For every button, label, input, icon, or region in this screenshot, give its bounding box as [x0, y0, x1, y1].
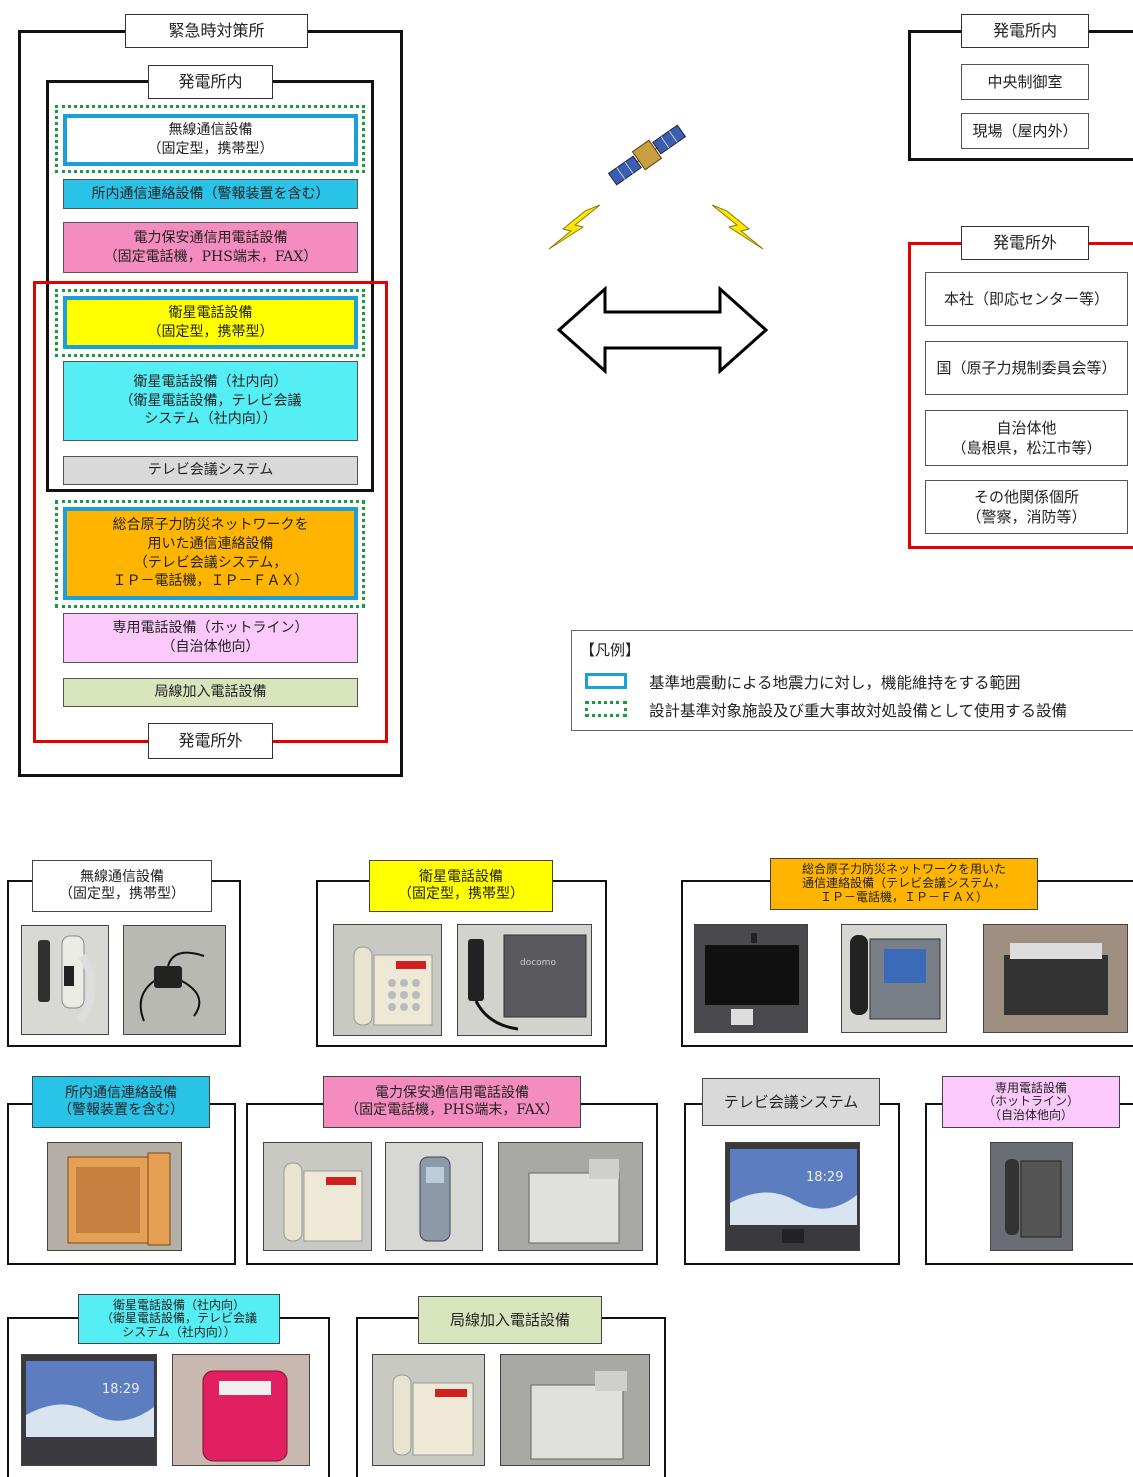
lightning-icon	[711, 204, 764, 250]
photo-label-hotline: 専用電話設備 （ホットライン） （自治体他向）	[942, 1076, 1120, 1128]
lightning-icon	[548, 204, 601, 250]
other-agencies: その他関係個所 （警察，消防等）	[925, 480, 1128, 534]
field-location: 現場（屋内外）	[961, 113, 1089, 149]
box-power-phone: 電力保安通信用電話設備 （固定電話機，PHS端末，FAX）	[63, 222, 358, 273]
legend: 【凡例】 基準地震動による地震力に対し，機能維持をする範囲 設計基準対象施設及び…	[571, 630, 1133, 731]
onsite-title-left: 発電所内	[148, 65, 273, 99]
fixed-phone-photo	[263, 1142, 372, 1251]
phs-handset-photo	[385, 1142, 483, 1251]
photo-label-intra-comm: 所内通信連絡設備 （警報装置を含む）	[32, 1076, 210, 1128]
photo-label-wireless: 無線通信設備 （固定型，携帯型）	[32, 860, 212, 912]
tv-conference-photo	[694, 924, 808, 1033]
red-phone-photo	[172, 1354, 310, 1466]
ip-phone-photo	[841, 924, 947, 1033]
box-wireless: 無線通信設備 （固定型，携帯型）	[63, 114, 358, 166]
legend-item-seismic: 基準地震動による地震力に対し，機能維持をする範囲	[649, 674, 1021, 692]
legend-item-design: 設計基準対象施設及び重大事故対処設備として使用する設備	[649, 702, 1068, 720]
box-satellite: 衛星電話設備 （固定型，携帯型）	[63, 296, 358, 349]
box-satellite-internal: 衛星電話設備（社内向） （衛星電話設備，テレビ会議 システム（社内向））	[63, 361, 358, 441]
satellite-icon	[607, 124, 687, 186]
box-tv-conference: テレビ会議システム	[63, 456, 358, 485]
emergency-center-title: 緊急時対策所	[125, 14, 308, 48]
photo-label-satellite-internal: 衛星電話設備（社内向） （衛星電話設備，テレビ会議 システム（社内向））	[78, 1294, 280, 1344]
design-basis-marker	[55, 289, 365, 357]
satellite-fixed-phone-photo	[333, 924, 442, 1036]
clock-text: 18:29	[806, 1170, 843, 1185]
photo-label-power-phone: 電力保安通信用電話設備 （固定電話機，PHS端末，FAX）	[323, 1076, 581, 1128]
photo-label-nuclear-network: 総合原子力防災ネットワークを用いた 通信連絡設備（テレビ会議システム， ＩＰ－電…	[770, 858, 1038, 910]
box-hotline: 専用電話設備（ホットライン） （自治体他向）	[63, 613, 358, 663]
onsite-title-right: 発電所内	[961, 14, 1089, 48]
photo-label-tv-conference: テレビ会議システム	[702, 1078, 880, 1126]
central-control-room: 中央制御室	[961, 64, 1089, 100]
wireless-device-photo	[21, 925, 109, 1035]
box-public-line: 局線加入電話設備	[63, 678, 358, 707]
design-basis-icon	[585, 701, 627, 717]
fax-machine-photo	[498, 1142, 643, 1251]
tv-screen-internal-photo: 18:29	[21, 1354, 157, 1466]
headquarters: 本社（即応センター等）	[925, 272, 1128, 326]
clock-text: 18:29	[102, 1382, 139, 1397]
ip-fax-photo	[983, 924, 1128, 1033]
public-line-phone-photo	[372, 1354, 485, 1466]
offsite-title-left: 発電所外	[148, 723, 273, 759]
offsite-title-right: 発電所外	[961, 226, 1089, 260]
seismic-range-icon	[585, 673, 627, 689]
box-nuclear-network: 総合原子力防災ネットワークを 用いた通信連絡設備 （テレビ会議システム， ＩＰ－…	[63, 507, 358, 600]
design-basis-marker	[55, 500, 365, 608]
satellite-portable-phone-photo: docomo	[457, 924, 592, 1036]
government: 国（原子力規制委員会等）	[925, 341, 1128, 395]
tv-screen-photo: 18:29	[725, 1142, 860, 1251]
local-government: 自治体他 （島根県，松江市等）	[925, 410, 1128, 466]
hotline-phone-photo	[990, 1142, 1073, 1251]
public-line-fax-photo	[500, 1354, 650, 1466]
box-intra-comm: 所内通信連絡設備（警報装置を含む）	[63, 179, 358, 209]
photo-label-public-line: 局線加入電話設備	[418, 1296, 602, 1344]
alarm-box-photo	[47, 1142, 182, 1251]
bidirectional-arrow-icon	[556, 285, 769, 375]
design-basis-marker	[55, 105, 365, 173]
photo-label-satellite: 衛星電話設備 （固定型，携帯型）	[369, 860, 553, 912]
legend-title: 【凡例】	[580, 641, 641, 659]
portable-radio-photo	[123, 925, 226, 1035]
docomo-logo-text: docomo	[520, 958, 556, 968]
